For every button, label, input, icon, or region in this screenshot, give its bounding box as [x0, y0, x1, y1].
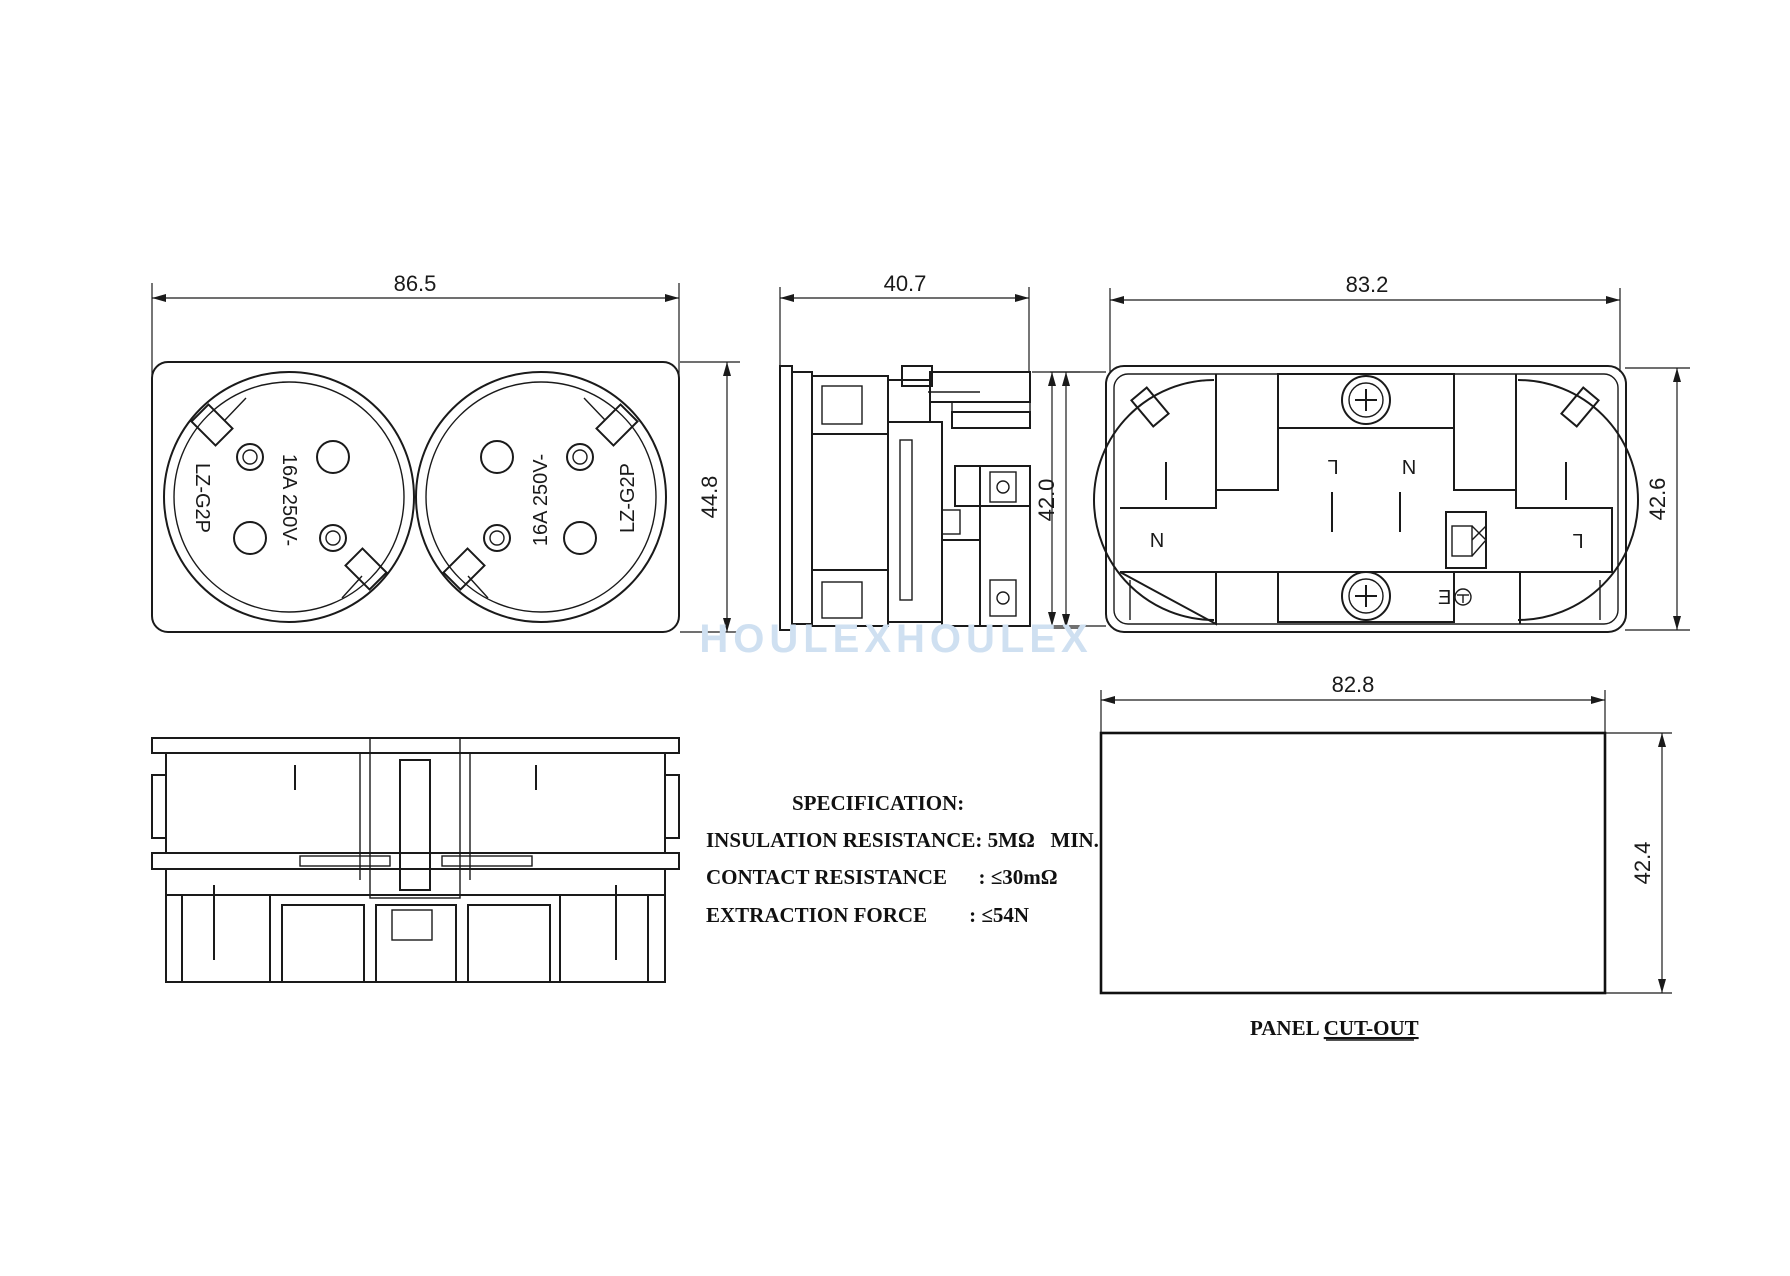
dimension-front-width: 86.5: [151, 271, 680, 375]
dim-label-side-width: 40.7: [884, 271, 927, 296]
spec-title: SPECIFICATION:: [792, 791, 964, 815]
pin-hole: [566, 443, 594, 471]
earth-clip-top-left: [190, 403, 234, 447]
dim-label-rear-width: 83.2: [1346, 272, 1389, 297]
socket-left: 16A 250V- LZ-G2P: [163, 371, 415, 623]
side-view: 40.7 42.0: [779, 271, 1080, 631]
dimension-rear-height: [1048, 371, 1106, 627]
pin-hole: [233, 521, 267, 555]
dim-label-cutout-width: 82.8: [1332, 672, 1375, 697]
watermark: HOULEXHOULEX: [699, 617, 1092, 661]
socket-right: 16A 250V- LZ-G2P: [415, 371, 667, 623]
dimension-front-height: 44.8: [680, 361, 740, 633]
earth-symbol-icon: [1454, 588, 1472, 606]
spec-row-extraction: EXTRACTION FORCE : ≤54N: [706, 903, 1029, 927]
pin-hole: [563, 521, 597, 555]
panel-cutout-view: 82.8 42.4 PANEL CUT-OUT: [1099, 672, 1672, 1041]
dimension-rear-width: 83.2: [1109, 272, 1621, 372]
front-faceplate: [151, 361, 680, 633]
panel-cutout-label: PANEL CUT-OUT: [1250, 1016, 1419, 1040]
dimension-side-width: 40.7: [779, 271, 1030, 372]
dimension-side-height: 42.0: [1032, 371, 1080, 629]
rear-housing: [1105, 365, 1627, 633]
dimension-cutout-height: 42.4: [1606, 732, 1672, 994]
terminal-l-right: L: [1572, 529, 1583, 551]
rear-view: 83.2 42.6: [1048, 272, 1690, 633]
spec-row-contact: CONTACT RESISTANCE : ≤30mΩ: [706, 865, 1058, 889]
pin-hole: [319, 524, 347, 552]
model-label-left: LZ-G2P: [191, 463, 213, 533]
model-label-right: LZ-G2P: [617, 463, 639, 533]
rating-label-left: 16A 250V-: [278, 454, 300, 546]
bottom-view: [151, 737, 680, 983]
dimension-rear-height-outer: 42.6: [1625, 367, 1690, 631]
specification-block: SPECIFICATION: INSULATION RESISTANCE: 5M…: [706, 791, 1099, 927]
earth-clip-bottom-right: [344, 547, 388, 591]
pin-hole: [483, 524, 511, 552]
pin-hole: [236, 443, 264, 471]
earth-clip-top-right: [595, 403, 639, 447]
terminal-n-top: N: [1402, 455, 1416, 477]
earth-mark-e-icon: Ǝ: [1438, 587, 1451, 609]
pin-hole: [316, 440, 350, 474]
dim-label-front-width: 86.5: [394, 271, 437, 296]
dim-label-rear-height: 42.6: [1645, 478, 1670, 521]
screw-icon: [1341, 571, 1391, 621]
cutout-rectangle: [1099, 731, 1607, 995]
terminal-n-left: N: [1150, 528, 1164, 550]
dim-label-front-height: 44.8: [697, 476, 722, 519]
terminal-l-top-left: L: [1327, 455, 1338, 477]
dim-label-side-height: 42.0: [1034, 479, 1059, 522]
rating-label-right: 16A 250V-: [530, 454, 552, 546]
earth-clip-bottom-left: [442, 547, 486, 591]
spec-row-insulation: INSULATION RESISTANCE: 5MΩ MIN.: [706, 828, 1099, 852]
dim-label-cutout-height: 42.4: [1630, 842, 1655, 885]
dimension-cutout-width: 82.8: [1100, 672, 1606, 733]
pin-hole: [480, 440, 514, 474]
screw-icon: [1341, 375, 1391, 425]
front-view: 86.5 44.8 16A 250V- L: [151, 271, 740, 633]
